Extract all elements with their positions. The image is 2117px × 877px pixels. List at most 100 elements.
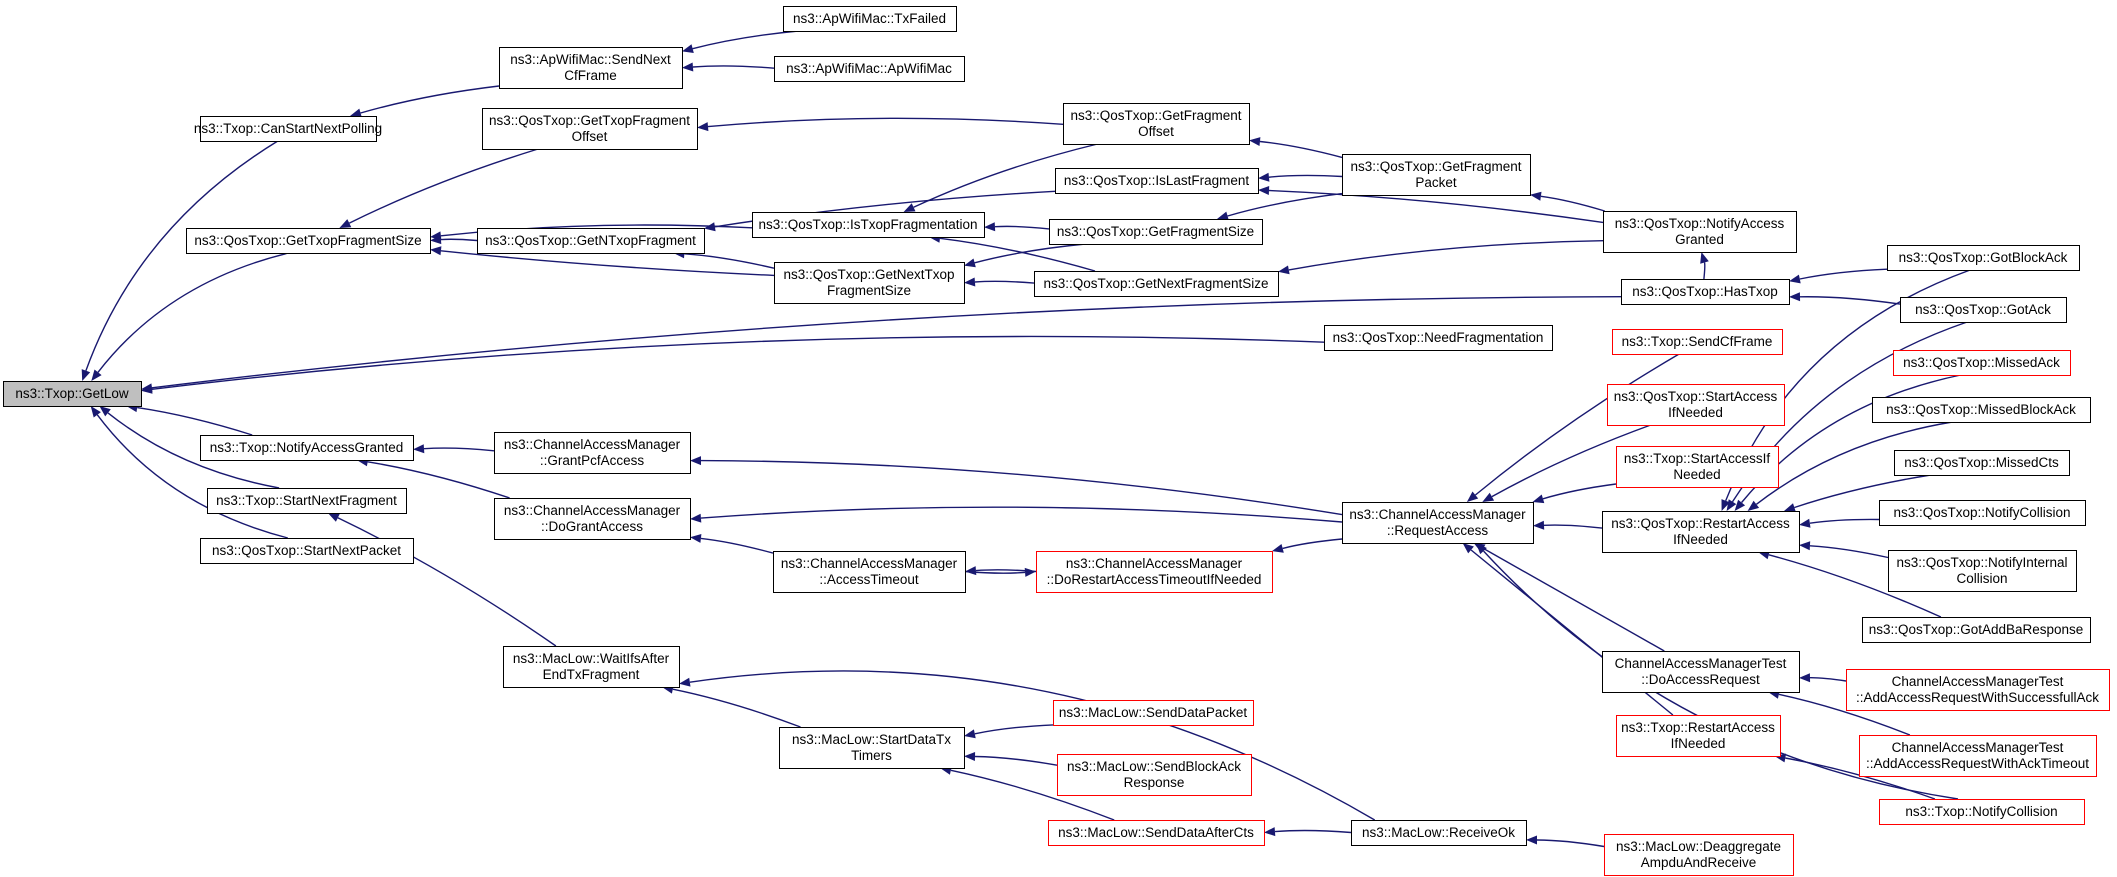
node-txop-notify-collision[interactable]: ns3::Txop::NotifyCollision (1879, 799, 2085, 825)
node-label: IfNeeded (1673, 532, 1728, 547)
node-box (503, 646, 680, 688)
node-grant-pcf[interactable]: ns3::ChannelAccessManager::GrantPcfAcces… (494, 432, 691, 474)
node-notify-access-granted[interactable]: ns3::QosTxop::NotifyAccessGranted (1603, 211, 1797, 253)
edge-line (1540, 195, 1605, 212)
node-label: ::DoAccessRequest (1641, 672, 1760, 687)
node-missed-ack[interactable]: ns3::QosTxop::MissedAck (1893, 350, 2071, 376)
node-is-last-frag[interactable]: ns3::QosTxop::IsLastFragment (1055, 168, 1259, 194)
node-got-ack[interactable]: ns3::QosTxop::GotAck (1900, 297, 2067, 323)
arrowhead (1784, 503, 1796, 512)
node-do-grant[interactable]: ns3::ChannelAccessManager::DoGrantAccess (494, 498, 691, 540)
arrowhead (1789, 292, 1801, 302)
node-get-next-frag-size[interactable]: ns3::QosTxop::GetNextFragmentSize (1034, 271, 1279, 297)
node-missed-cts[interactable]: ns3::QosTxop::MissedCts (1894, 450, 2070, 476)
node-do-restart[interactable]: ns3::ChannelAccessManager::DoRestartAcce… (1036, 551, 1273, 593)
node-label: IfNeeded (1668, 405, 1723, 420)
node-camt-success[interactable]: ChannelAccessManagerTest::AddAccessReque… (1846, 669, 2110, 711)
node-got-add-ba[interactable]: ns3::QosTxop::GotAddBaResponse (1862, 617, 2091, 643)
node-need-frag[interactable]: ns3::QosTxop::NeedFragmentation (1324, 325, 1553, 351)
edge-start-next-packet-to-get-low (90, 406, 288, 539)
node-has-txop[interactable]: ns3::QosTxop::HasTxop (1621, 279, 1790, 305)
node-label: ns3::QosTxop::GetNextFragmentSize (1043, 276, 1268, 291)
node-can-start[interactable]: ns3::Txop::CanStartNextPolling (194, 116, 382, 142)
node-label: ns3::QosTxop::GotBlockAck (1899, 250, 2068, 265)
node-box (779, 727, 965, 769)
node-receive-ok[interactable]: ns3::MacLow::ReceiveOk (1351, 820, 1527, 846)
node-camt-ack-timeout[interactable]: ChannelAccessManagerTest::AddAccessReque… (1859, 735, 2097, 777)
arrowhead (1532, 494, 1545, 504)
node-label: ns3::QosTxop::IsLastFragment (1064, 173, 1250, 188)
edge-line (137, 406, 253, 436)
arrowhead (99, 406, 111, 417)
node-label: ns3::Txop::NotifyCollision (1905, 804, 2057, 819)
node-get-low[interactable]: ns3::Txop::GetLow (3, 381, 142, 407)
arrowhead (1024, 567, 1036, 577)
node-box (1872, 397, 2091, 423)
edge-got-block-ack-to-has-txop (1789, 268, 1888, 284)
edge-notify-internal-to-restart-access-q (1799, 541, 1889, 559)
node-get-frag-size[interactable]: ns3::QosTxop::GetFragmentSize (1049, 219, 1263, 245)
arrowhead (697, 122, 709, 132)
edge-has-txop-to-notify-access-granted (1700, 252, 1709, 280)
node-box (1342, 502, 1534, 544)
edge-ap-tx-failed-to-ap-send-next (682, 30, 799, 53)
node-access-timeout[interactable]: ns3::ChannelAccessManager::AccessTimeout (773, 551, 966, 593)
node-box (1055, 168, 1259, 194)
node-start-next-packet[interactable]: ns3::QosTxop::StartNextPacket (200, 538, 414, 564)
node-box (1342, 154, 1531, 196)
node-label: Offset (572, 129, 608, 144)
node-missed-block-ack[interactable]: ns3::QosTxop::MissedBlockAck (1872, 397, 2091, 423)
edge-get-next-txop-frag-size-to-get-txop-frag-size (430, 246, 775, 277)
edge-line (1809, 518, 1880, 524)
node-label: ns3::Txop::GetLow (15, 386, 129, 401)
node-box (499, 47, 683, 89)
node-get-ntxop-frag[interactable]: ns3::QosTxop::GetNTxopFragment (477, 228, 705, 254)
arrowhead (1462, 543, 1474, 554)
node-box (494, 498, 691, 540)
node-label: ns3::ChannelAccessManager (781, 556, 958, 571)
edge-line (1755, 421, 1953, 505)
node-notify-collision-q[interactable]: ns3::QosTxop::NotifyCollision (1879, 500, 2086, 526)
arrowhead (1721, 499, 1730, 511)
node-camt-do-access[interactable]: ChannelAccessManagerTest::DoAccessReques… (1602, 651, 1800, 693)
node-is-txop-frag[interactable]: ns3::QosTxop::IsTxopFragmentation (752, 212, 985, 238)
node-request-access[interactable]: ns3::ChannelAccessManager::RequestAccess (1342, 502, 1534, 544)
edge-need-frag-to-get-low (141, 335, 1325, 394)
node-send-data-after-cts[interactable]: ns3::MacLow::SendDataAfterCts (1048, 820, 1265, 846)
node-ap-ap-wifi-mac[interactable]: ns3::ApWifiMac::ApWifiMac (774, 56, 965, 82)
edge-line (1491, 424, 1651, 498)
edge-missed-cts-to-restart-access-q (1784, 474, 1931, 512)
arrowhead (964, 258, 976, 268)
node-got-block-ack[interactable]: ns3::QosTxop::GotBlockAck (1887, 245, 2080, 271)
node-get-txop-frag-size[interactable]: ns3::QosTxop::GetTxopFragmentSize (186, 228, 431, 254)
arrowhead (1482, 492, 1495, 502)
arrowhead (1249, 137, 1261, 146)
node-label: ChannelAccessManagerTest (1615, 656, 1787, 671)
arrowhead (1734, 499, 1746, 511)
arrowhead (1264, 827, 1276, 837)
edge-t-start-access-if-needed-to-request-access (1532, 483, 1617, 504)
node-send-data-packet[interactable]: ns3::MacLow::SendDataPacket (1053, 700, 1254, 726)
node-send-cf-frame[interactable]: ns3::Txop::SendCfFrame (1612, 329, 1783, 355)
node-txop-notify-access-granted[interactable]: ns3::Txop::NotifyAccessGranted (200, 435, 414, 461)
edge-deaggregate-to-receive-ok (1526, 835, 1605, 848)
node-box (1607, 384, 1785, 426)
node-ap-tx-failed[interactable]: ns3::ApWifiMac::TxFailed (783, 6, 957, 32)
node-start-next-fragment[interactable]: ns3::Txop::StartNextFragment (207, 488, 407, 514)
node-box (1324, 325, 1553, 351)
edge-line (423, 447, 495, 452)
